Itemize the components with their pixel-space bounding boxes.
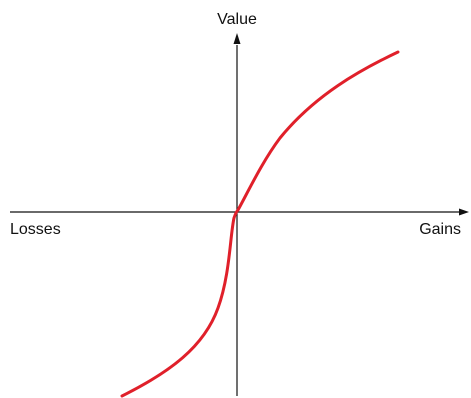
- value-function-curve: [120, 50, 400, 398]
- gains-label: Gains: [419, 221, 461, 238]
- horizontal-axis-arrow-icon: [459, 208, 469, 216]
- losses-label: Losses: [10, 221, 61, 238]
- vertical-axis-label: Value: [217, 11, 257, 28]
- vertical-axis-arrow-icon: [233, 33, 241, 44]
